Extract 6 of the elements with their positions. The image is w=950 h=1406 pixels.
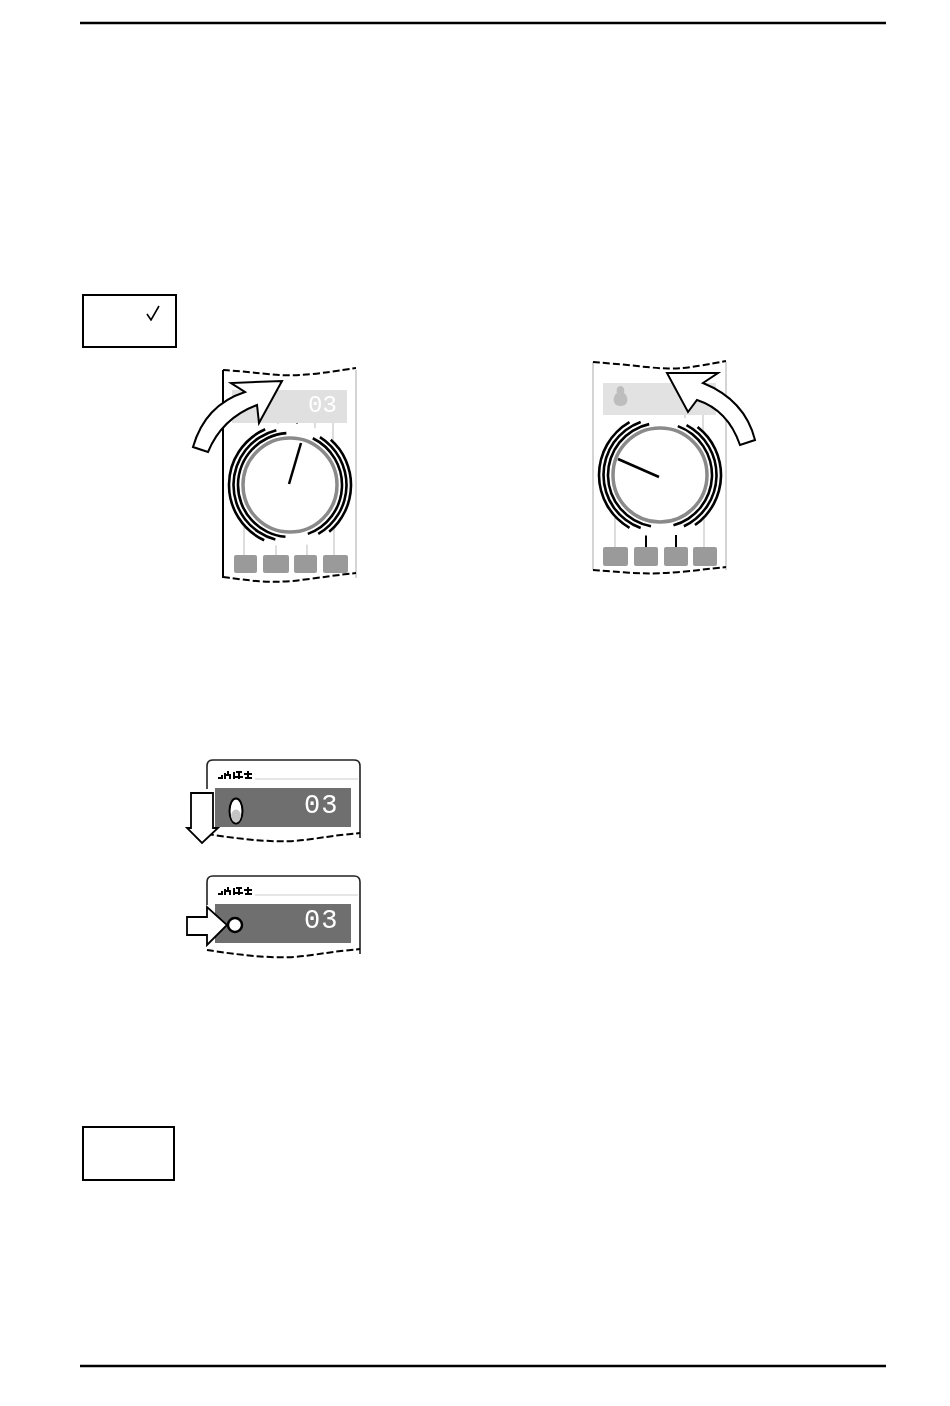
note-box	[82, 294, 177, 348]
digit-readout: 03	[304, 908, 339, 935]
display-screen	[215, 788, 351, 827]
note-box	[82, 1126, 175, 1181]
digit-readout: 03	[304, 793, 339, 820]
display-screen	[215, 904, 351, 943]
